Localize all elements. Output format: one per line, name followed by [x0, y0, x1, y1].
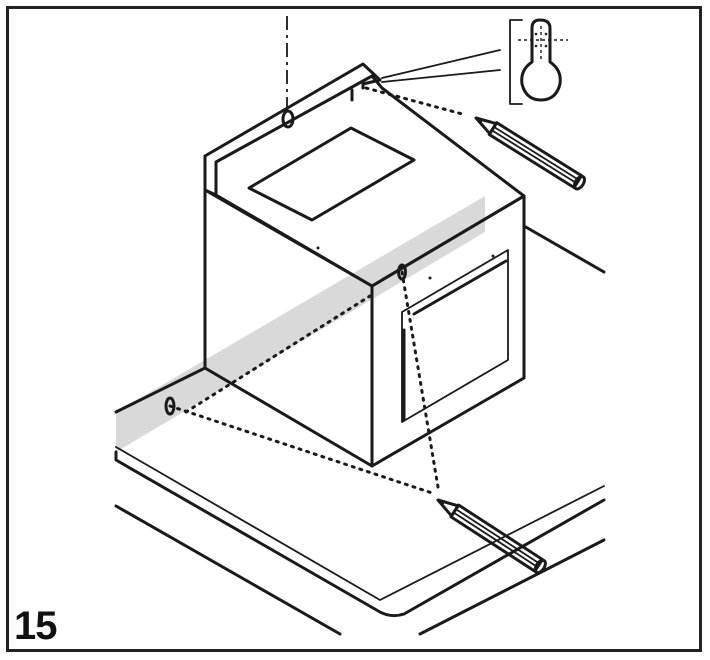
hood-unit: [164, 62, 526, 468]
keyhole-slot-detail-icon: [381, 18, 568, 105]
wall-shade: [116, 196, 485, 452]
marking-guides: [168, 86, 468, 496]
worktop: [114, 224, 606, 636]
illustration-frame: [6, 6, 702, 652]
step-number: 15: [14, 604, 57, 648]
pencil-icon: [474, 116, 586, 191]
pencil-icon: [436, 498, 547, 575]
